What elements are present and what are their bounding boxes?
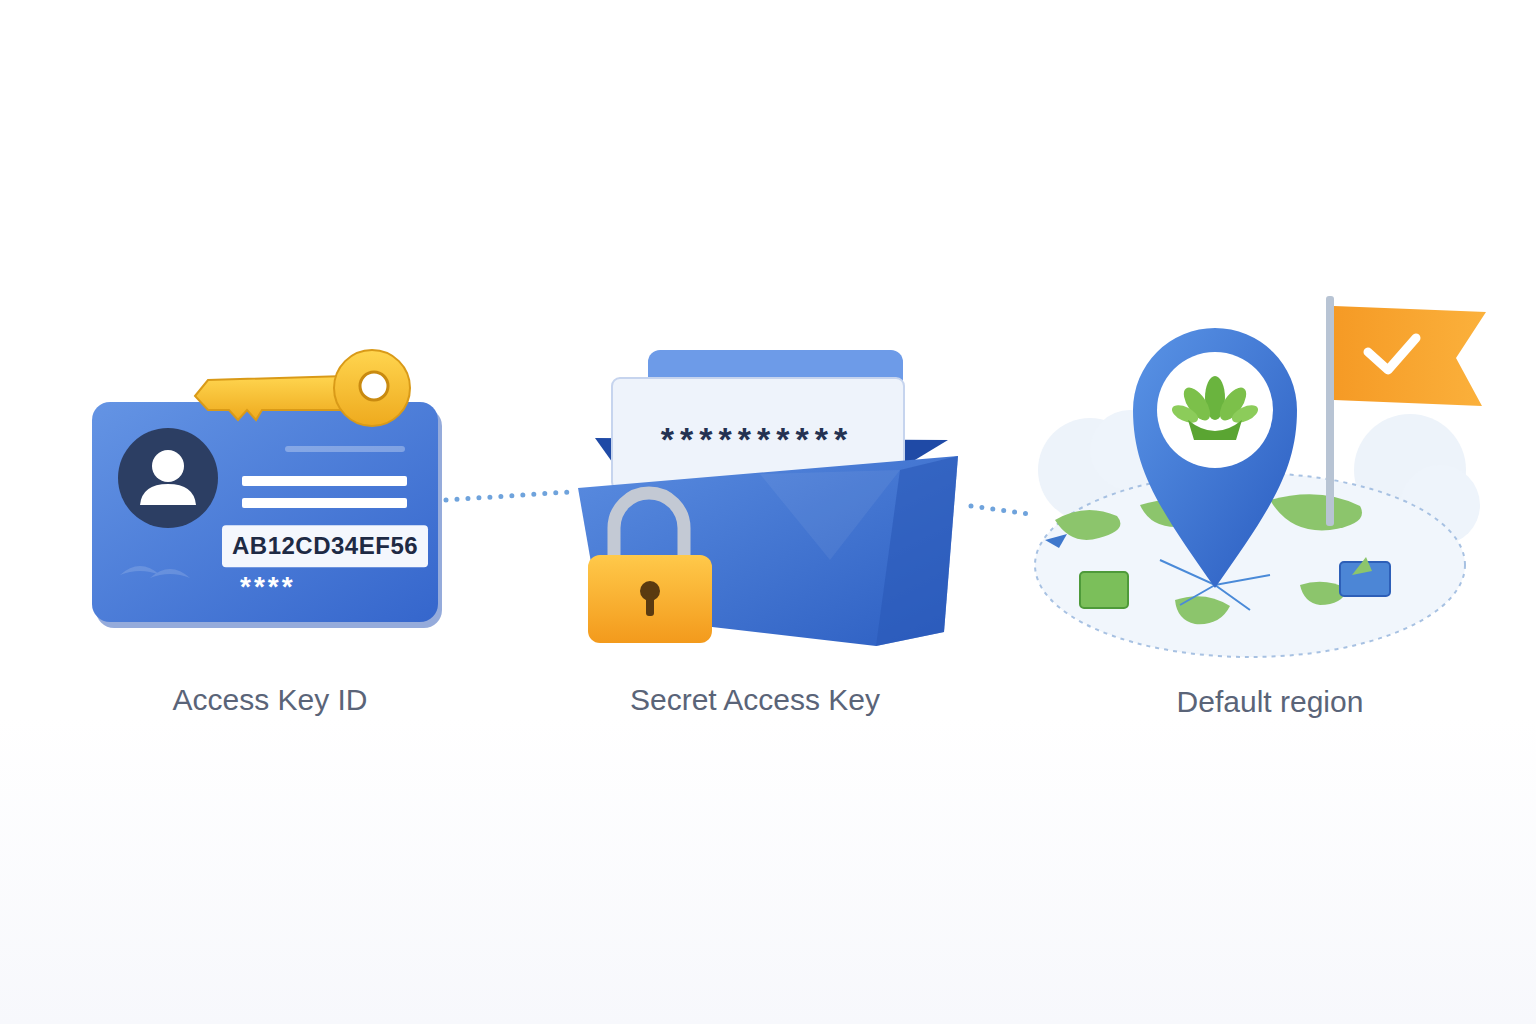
secret-folder-box: ********** Secret Access Key	[575, 345, 965, 720]
caption: Default region	[1177, 685, 1364, 720]
caption: Access Key ID	[172, 683, 367, 718]
key-id-value: AB12CD34EF56	[222, 525, 428, 567]
flag-icon	[1326, 296, 1486, 526]
secret-folder	[578, 350, 958, 646]
masked-value: ****	[240, 571, 296, 603]
location-pin	[1133, 328, 1297, 588]
dotted-connector	[971, 506, 1029, 514]
key-icon	[195, 350, 410, 426]
padlock-icon	[588, 493, 712, 643]
id-card	[92, 402, 442, 628]
dotted-connector	[446, 492, 569, 500]
caption: Secret Access Key	[630, 683, 880, 718]
secret-value: **********	[661, 420, 853, 459]
credential-card: AB12CD34EF56 **** Access Key ID	[90, 340, 440, 720]
region-box: Default region	[1035, 295, 1485, 720]
